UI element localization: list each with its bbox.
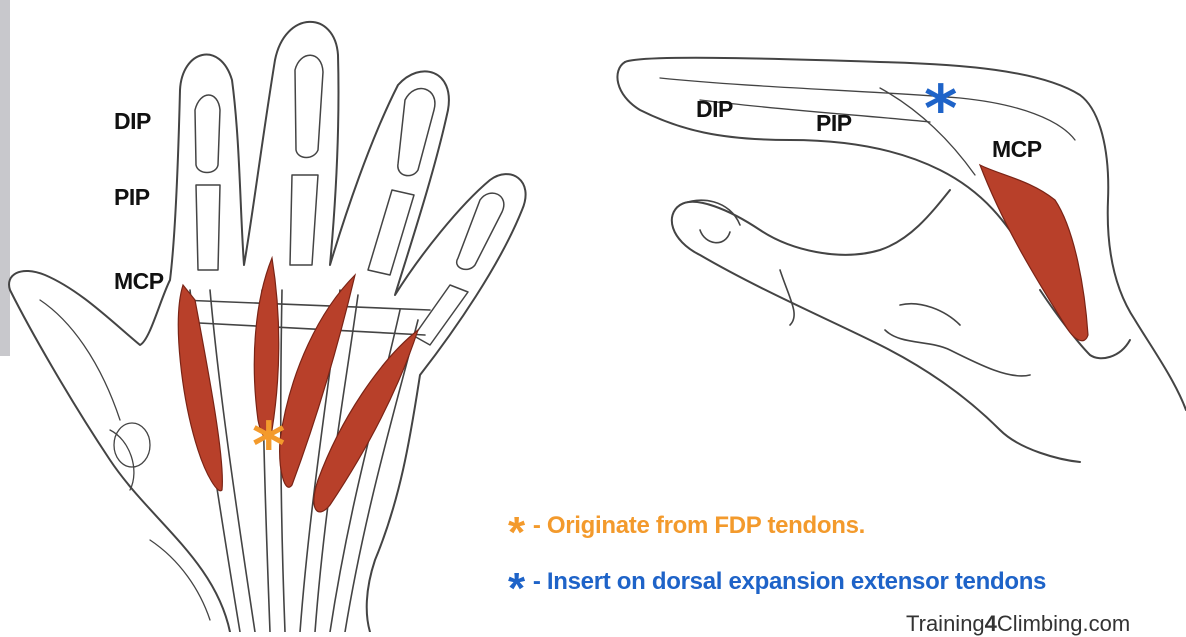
legend-insertion-star: * (508, 564, 525, 613)
palm-label-pip: PIP (114, 184, 150, 211)
side-label-pip: PIP (816, 110, 852, 137)
legend-origin-text: - Originate from FDP tendons. (533, 512, 865, 539)
side-label-dip: DIP (696, 96, 733, 123)
credit-suffix: Climbing.com (997, 611, 1130, 636)
insertion-star-marker: * (924, 78, 957, 142)
legend-insertion: * - Insert on dorsal expansion extensor t… (508, 564, 1046, 614)
side-lumbrical-muscle (980, 165, 1088, 341)
legend-insertion-text: - Insert on dorsal expansion extensor te… (533, 568, 1046, 595)
legend-origin-star: * (508, 508, 525, 557)
site-credit: Training4Climbing.com (906, 611, 1130, 637)
credit-number: 4 (985, 611, 997, 636)
palm-label-mcp: MCP (114, 268, 164, 295)
palm-lumbrical-muscles (178, 258, 418, 512)
side-label-mcp: MCP (992, 136, 1042, 163)
palm-label-dip: DIP (114, 108, 151, 135)
side-thumb-and-palm (680, 200, 1030, 376)
origin-star-marker: * (252, 415, 285, 479)
lumbrical-1 (178, 285, 222, 491)
legend-origin: * - Originate from FDP tendons. (508, 508, 865, 558)
credit-prefix: Training (906, 611, 985, 636)
